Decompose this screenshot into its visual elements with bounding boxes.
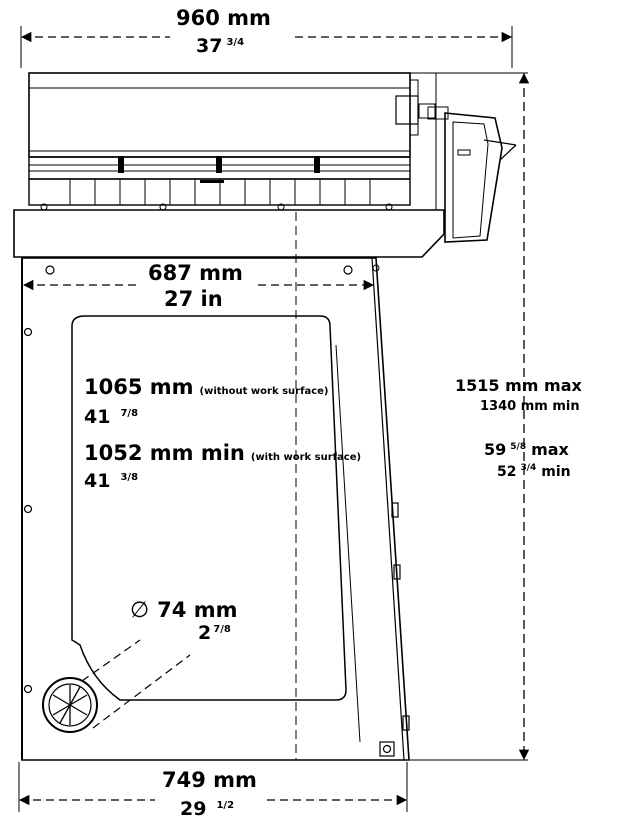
inch-fraction: 7/8	[120, 408, 139, 419]
inch-fraction: 7/8	[213, 624, 231, 635]
height-with-surface-note: (with work surface)	[250, 452, 362, 463]
inch-whole: 41	[84, 470, 111, 492]
inch-whole: 41	[84, 406, 111, 428]
duct-diameter: ∅ 74 mm	[130, 600, 237, 622]
total-height-min-mm: 1340 mm min	[480, 399, 580, 414]
inner-width-mm: 687 mm	[148, 261, 243, 285]
diameter-symbol: ∅	[130, 598, 150, 623]
dim-base-width	[18, 762, 408, 812]
inch-whole: 59	[484, 440, 507, 459]
inch-fraction: 3/4	[226, 37, 245, 48]
inch-fraction: 3/4	[520, 463, 537, 473]
upper-unit	[28, 72, 437, 211]
height-with-surface-mm: 1052 mm min	[84, 441, 245, 465]
height-no-surface: 1065 mm (without work surface)	[84, 377, 328, 398]
height-with-surface: 1052 mm min (with work surface)	[84, 443, 361, 464]
inch-fraction: 3/8	[120, 472, 139, 483]
min-suffix: min	[541, 464, 571, 480]
dim-total-width	[20, 26, 513, 68]
inch-fraction: 5/8	[510, 442, 527, 452]
inch-whole: 37	[196, 35, 223, 57]
inch-whole: 29	[180, 798, 207, 820]
dim-total-height	[410, 72, 530, 761]
duct-diameter-mm: 74 mm	[157, 598, 238, 622]
height-no-surface-note: (without work surface)	[199, 386, 329, 397]
inch-whole: 52	[497, 464, 517, 480]
total-height-max-mm: 1515 mm max	[455, 376, 582, 395]
base-width-inch: 29 1/2	[180, 800, 234, 819]
max-suffix: max	[531, 440, 569, 459]
total-width-mm: 960 mm	[176, 6, 271, 30]
work-surface	[13, 209, 445, 258]
label-backgrounds	[140, 8, 290, 823]
control-box	[418, 103, 517, 243]
height-with-surface-inch: 41 3/8	[84, 472, 138, 491]
inner-width-inch: 27 in	[164, 287, 223, 311]
inch-whole: 2	[198, 622, 212, 644]
height-no-surface-mm: 1065 mm	[84, 375, 194, 399]
cabinet-body	[21, 257, 410, 761]
inch-fraction: 1/2	[216, 800, 235, 811]
height-no-surface-inch: 41 7/8	[84, 408, 138, 427]
exhaust-fan	[42, 639, 191, 733]
base-width-mm: 749 mm	[162, 768, 257, 792]
